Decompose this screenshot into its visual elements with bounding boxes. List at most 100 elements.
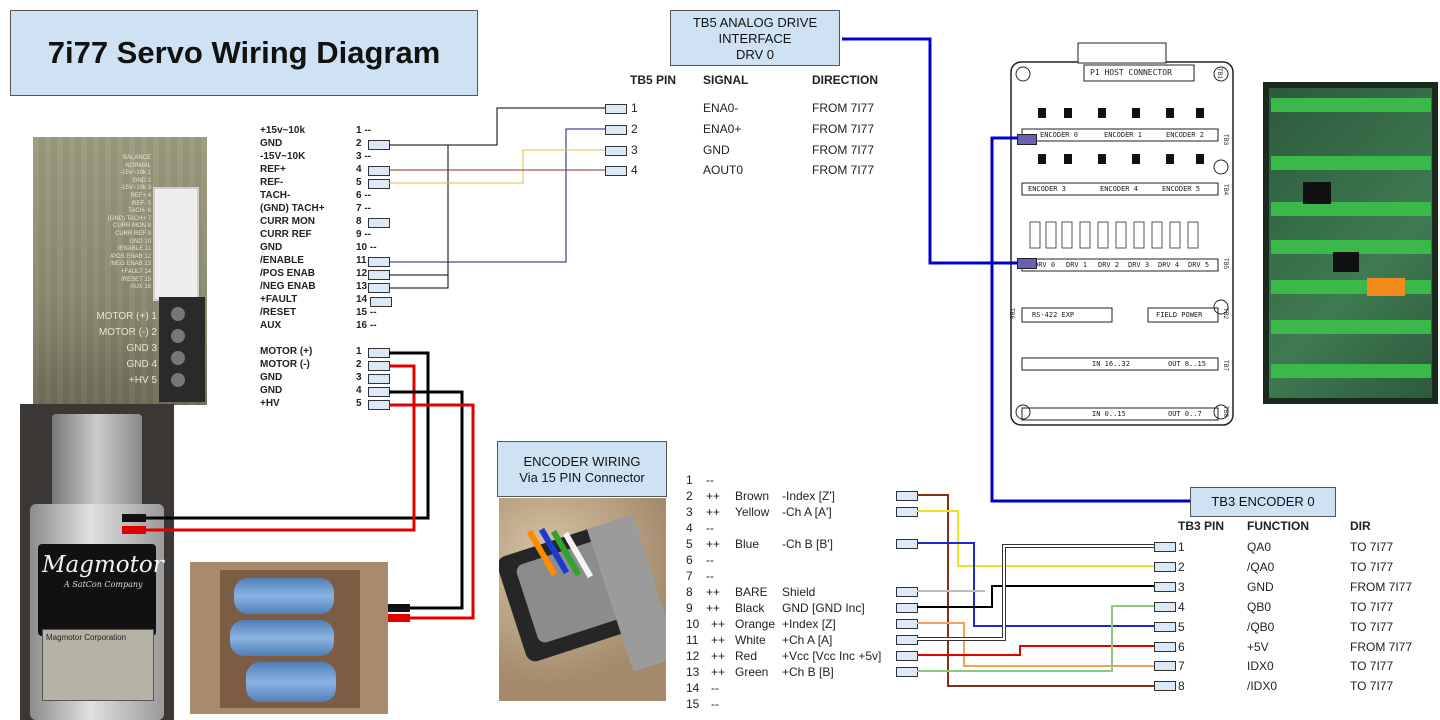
wire-ena-plus: [389, 128, 605, 263]
wire-hv-gnd: [389, 390, 464, 610]
drive-pin-num-12: 12: [356, 268, 368, 279]
drive-signal-connector: [153, 187, 199, 301]
enc-func-2: -Index [Z']: [782, 489, 835, 503]
drive-pin-label-6: TACH-: [260, 190, 291, 201]
drive-pin-num-16: 16 --: [356, 320, 377, 331]
enc-terminal-2: [896, 491, 918, 501]
motor-pin-label-1: MOTOR (+): [260, 346, 313, 357]
drive-pin-num-9: 9 --: [356, 229, 371, 240]
enc-func-3: -Ch A [A']: [782, 505, 832, 519]
drive-pin-num-5: 5: [356, 177, 362, 188]
drive-pin-num-11: 11: [356, 255, 367, 266]
enc-pin-5: 5: [686, 537, 693, 551]
drive-pin-label-13: /NEG ENAB: [260, 281, 316, 292]
motor-pin-num-3: 3: [356, 372, 362, 383]
tb3-pin-3: 3: [1178, 580, 1185, 594]
encoder-title-line-2: Via 15 PIN Connector: [519, 470, 645, 485]
capacitor-bank-photo: [190, 562, 388, 714]
tb5-header-direction: DIRECTION: [812, 73, 878, 87]
drive-photo-label: +FAULT 14: [121, 268, 151, 275]
motor-sub-text: A SatCon Company: [64, 580, 143, 589]
enc-terminal-5: [896, 539, 918, 549]
drive-pin-label-16: AUX: [260, 320, 282, 331]
enc-terminal-11: [896, 635, 918, 645]
tb5-signal-4: AOUT0: [703, 163, 744, 177]
tb5-title-box: TB5 ANALOG DRIVE INTERFACE DRV 0: [670, 10, 840, 66]
tb5-title-line-2: INTERFACE: [718, 31, 792, 46]
drive-pin-label-9: CURR REF: [260, 229, 312, 240]
tb5-pin-2: 2: [631, 122, 638, 136]
tb3-header-pin: TB3 PIN: [1178, 519, 1225, 533]
enc-color-2: Brown: [735, 489, 770, 503]
motor-brand-text: Magmotor: [42, 552, 164, 578]
motor-terminal-1: [368, 348, 390, 358]
tb3-terminal-8: [1154, 681, 1176, 691]
drive-pin-label-15: /RESET: [260, 307, 297, 318]
motor-terminal-3: [368, 374, 390, 384]
tb5-pin-1: 1: [631, 101, 638, 115]
drive-photo-label: REF+ 4: [130, 192, 151, 199]
tb5-dir-3: FROM 7I77: [812, 143, 875, 157]
drive-pin-num-14: 14: [356, 294, 368, 305]
wire-enc-yellow: [917, 510, 1154, 567]
tb5-terminal-1: [605, 104, 627, 114]
enc-pin-6: 6: [686, 553, 693, 567]
wire-enc-white-outline: [917, 544, 1154, 641]
wire-gnd-bus: [389, 145, 449, 289]
tb3-func-6: +5V: [1247, 640, 1269, 654]
drive-photo-power-label: GND 4: [126, 359, 157, 370]
drive-terminal-13: [368, 283, 390, 293]
enc-pin-7: 7: [686, 569, 693, 583]
board-rs422-label: RS-422 EXP: [1032, 311, 1075, 319]
tb3-dir-6: FROM 7I77: [1350, 640, 1413, 654]
drive-photo-label: AUX 16: [130, 284, 151, 291]
board-in-label: IN 16..32: [1092, 360, 1130, 368]
enc-mark-6: --: [706, 553, 714, 567]
drive-pin-label-10: GND: [260, 242, 283, 253]
enc-color-13: Green: [735, 665, 769, 679]
tb5-title-line-1: TB5 ANALOG DRIVE: [692, 15, 818, 30]
drive-photo-label: REF- 5: [131, 200, 151, 207]
tb3-header-function: FUNCTION: [1247, 519, 1309, 533]
drive-terminal-5: [368, 179, 390, 189]
drive-photo-label: -15V~10k 1: [120, 170, 151, 177]
encoder-wiring-title-box: ENCODER WIRING Via 15 PIN Connector: [497, 441, 667, 497]
enc-mark-15: --: [711, 697, 719, 711]
wire-gnd-ref: [389, 149, 605, 184]
enc-pin-10: 10: [686, 617, 700, 631]
tb3-func-8: /IDX0: [1247, 679, 1278, 693]
tb5-dir-2: FROM 7I77: [812, 122, 875, 136]
board-tb-label: TB7: [1222, 360, 1228, 372]
drive-photo-label: NORMAL: [125, 162, 151, 169]
enc-func-11: +Ch A [A]: [782, 633, 833, 647]
drive-pin-label-14: +FAULT: [260, 294, 298, 305]
drive-photo-label: CURR REF 9: [114, 230, 151, 237]
drive-photo-power-label: MOTOR (-) 2: [98, 327, 157, 338]
enc-func-5: -Ch B [B']: [782, 537, 833, 551]
board-tb-label: TB1: [1216, 68, 1222, 80]
capacitor-3: [246, 662, 336, 702]
enc-pin-13: 13: [686, 665, 700, 679]
drive-pin-label-3: -15V~10K: [260, 151, 306, 162]
board-drv-label: DRV 3: [1128, 261, 1150, 269]
motor-pin-label-2: MOTOR (-): [260, 359, 310, 370]
drive-photo-label: GND 10: [129, 238, 151, 245]
drive-terminal-12: [368, 270, 390, 280]
drive-photo-label: (GND) TACH+ 7: [107, 215, 151, 222]
tb3-pin-6: 6: [1178, 640, 1185, 654]
tb5-pin-4: 4: [631, 163, 638, 177]
drive-pin-label-7: (GND) TACH+: [260, 203, 325, 214]
db15-connector-photo: [499, 498, 666, 701]
tb3-func-5: /QB0: [1247, 620, 1275, 634]
board-enc-label: ENCODER 4: [1100, 185, 1138, 193]
tb3-pin-2: 2: [1178, 560, 1185, 574]
motor-terminal-2: [368, 361, 390, 371]
drive-pin-label-2: GND: [260, 138, 283, 149]
tb3-func-7: IDX0: [1247, 659, 1274, 673]
drive-pin-num-10: 10 --: [356, 242, 377, 253]
enc-terminal-8: [896, 587, 918, 597]
capacitor-2: [230, 620, 334, 656]
tb3-dir-4: TO 7I77: [1350, 600, 1394, 614]
enc-color-9: Black: [735, 601, 765, 615]
tb5-terminal-3: [605, 146, 627, 156]
